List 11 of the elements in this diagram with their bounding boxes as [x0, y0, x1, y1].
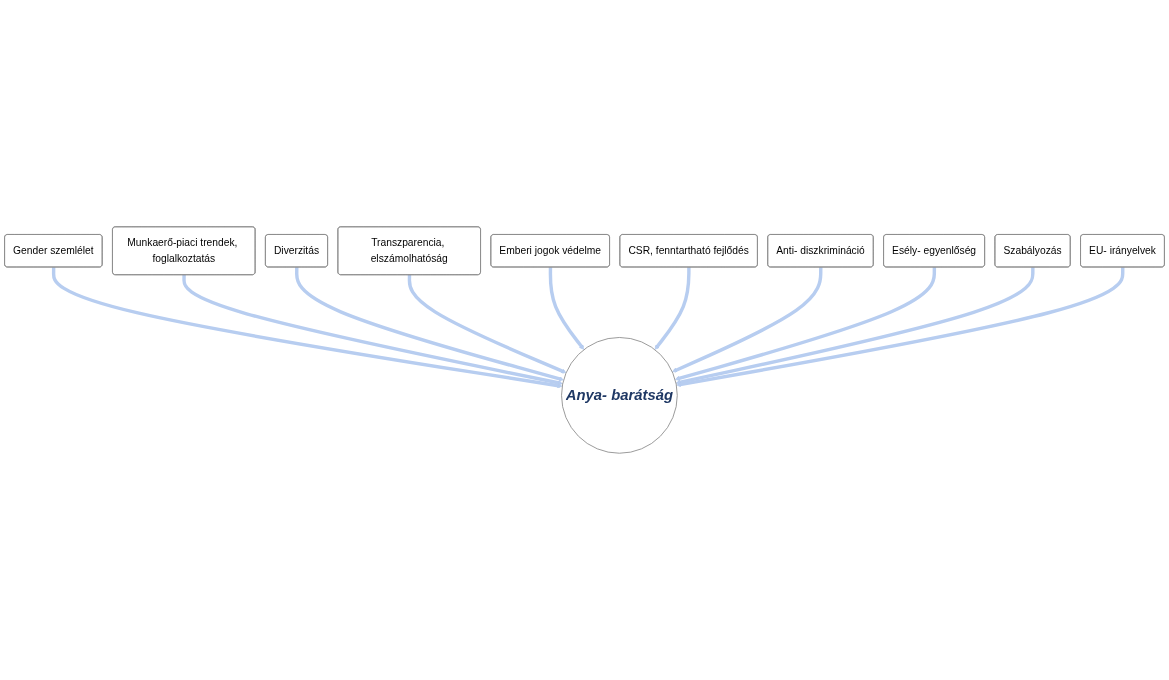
node-circle: Anya- barátság: [561, 337, 678, 454]
arrow: [407, 274, 567, 374]
arrow: [182, 274, 563, 386]
arrow: [295, 267, 564, 382]
arrow: [548, 267, 585, 350]
arrow: [654, 267, 691, 350]
arrow: [676, 267, 1125, 387]
arrow: [672, 267, 823, 373]
arrow: [674, 267, 937, 381]
arrow: [51, 267, 563, 389]
arrow: [675, 267, 1035, 385]
